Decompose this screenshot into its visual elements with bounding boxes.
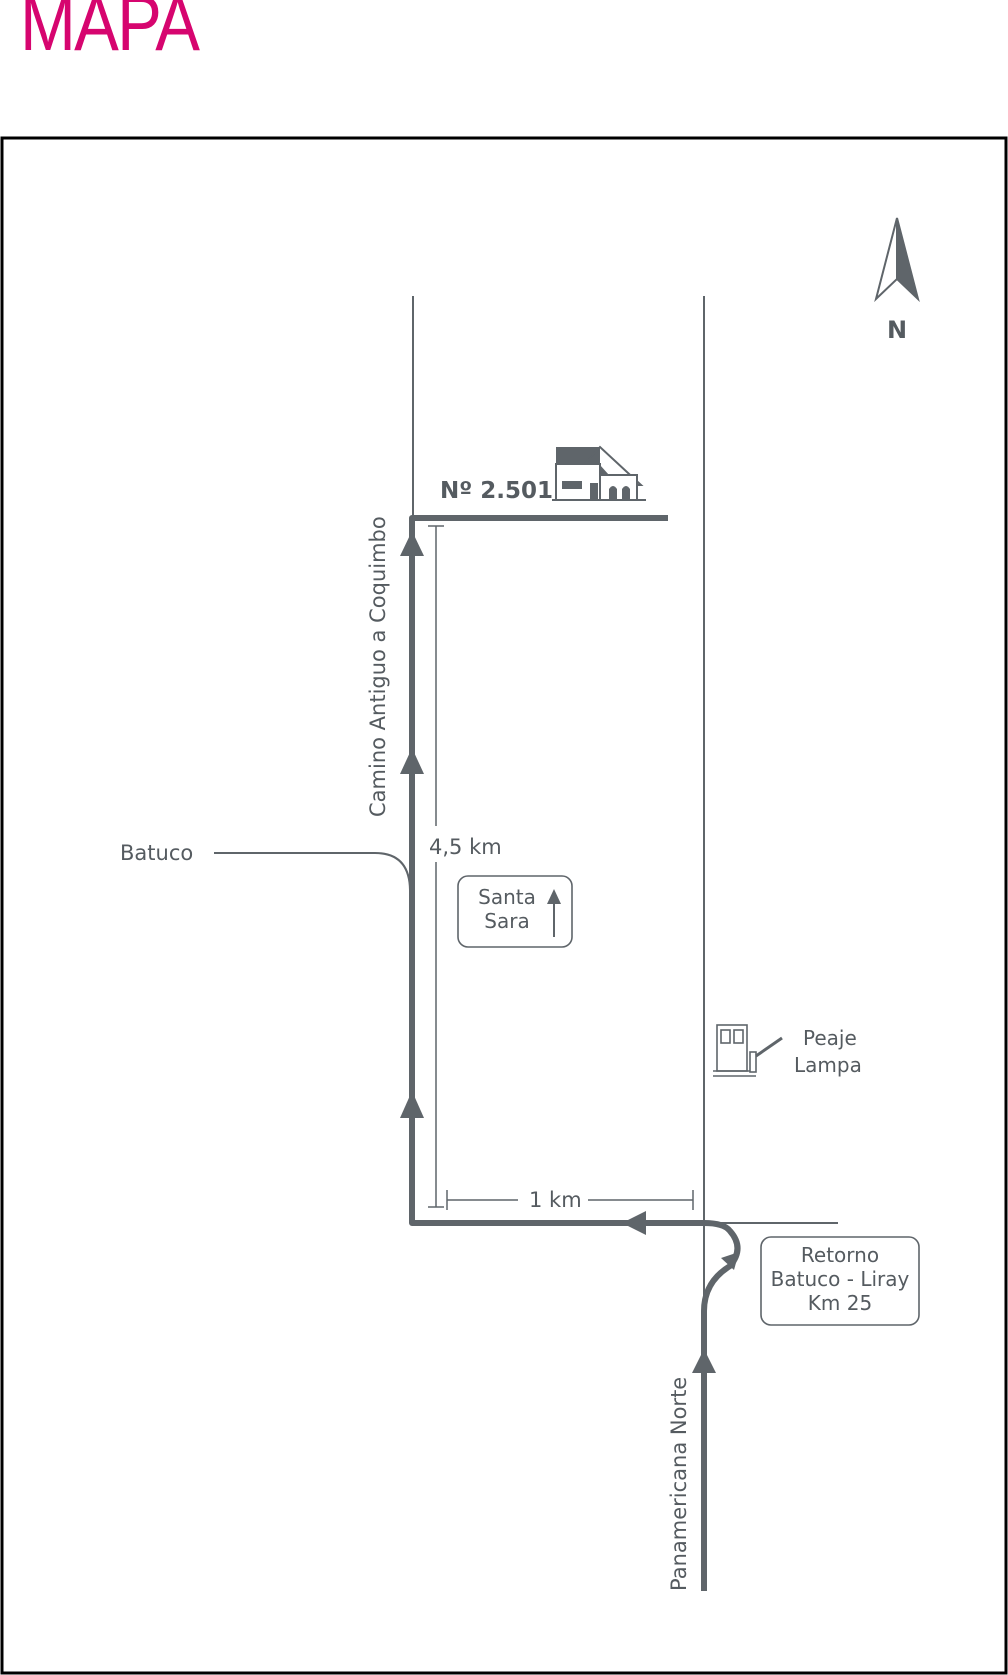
north-label: N — [887, 316, 907, 344]
retorno-line3: Km 25 — [808, 1291, 872, 1315]
sign-santa-line2: Sara — [484, 909, 529, 933]
retorno-line1: Retorno — [801, 1243, 879, 1267]
address-label: Nº 2.501 — [440, 478, 553, 504]
map-border — [0, 136, 1008, 1675]
town-label-batuco: Batuco — [120, 841, 193, 865]
route-arrow-icon — [400, 1091, 424, 1118]
route-arrow-icon — [692, 1349, 716, 1373]
route-arrow-icon — [721, 1252, 739, 1270]
distance-label-vertical: 4,5 km — [429, 835, 502, 859]
house-icon — [552, 445, 646, 501]
route-arrow-icon — [400, 531, 424, 556]
distance-marker-vertical — [428, 525, 444, 1208]
retorno-line2: Batuco - Liray — [771, 1267, 910, 1291]
toll-label-line2: Lampa — [794, 1053, 862, 1077]
north-arrow-icon — [874, 217, 920, 303]
route-arrow-icon — [400, 748, 424, 774]
road-label-camino: Camino Antiguo a Coquimbo — [366, 516, 390, 817]
sign-santa-sara: Santa Sara — [457, 875, 573, 948]
road-label-panamericana: Panamericana Norte — [667, 1377, 691, 1591]
distance-label-horizontal: 1 km — [529, 1188, 582, 1212]
route-path — [409, 515, 741, 1591]
toll-label-line1: Peaje — [803, 1026, 857, 1050]
map: 4,5 km 1 km Camino Antiguo a Coquimbo Pa… — [0, 136, 1008, 1675]
sign-retorno: Retorno Batuco - Liray Km 25 — [760, 1236, 920, 1326]
page-title: MAPA — [20, 0, 200, 67]
direction-arrow-icon — [547, 889, 561, 904]
sign-santa-line1: Santa — [478, 885, 536, 909]
road-batuco — [214, 852, 411, 892]
toll-booth-icon — [713, 1024, 783, 1077]
route-arrow-icon — [622, 1211, 646, 1235]
distance-marker-horizontal — [446, 1190, 694, 1210]
